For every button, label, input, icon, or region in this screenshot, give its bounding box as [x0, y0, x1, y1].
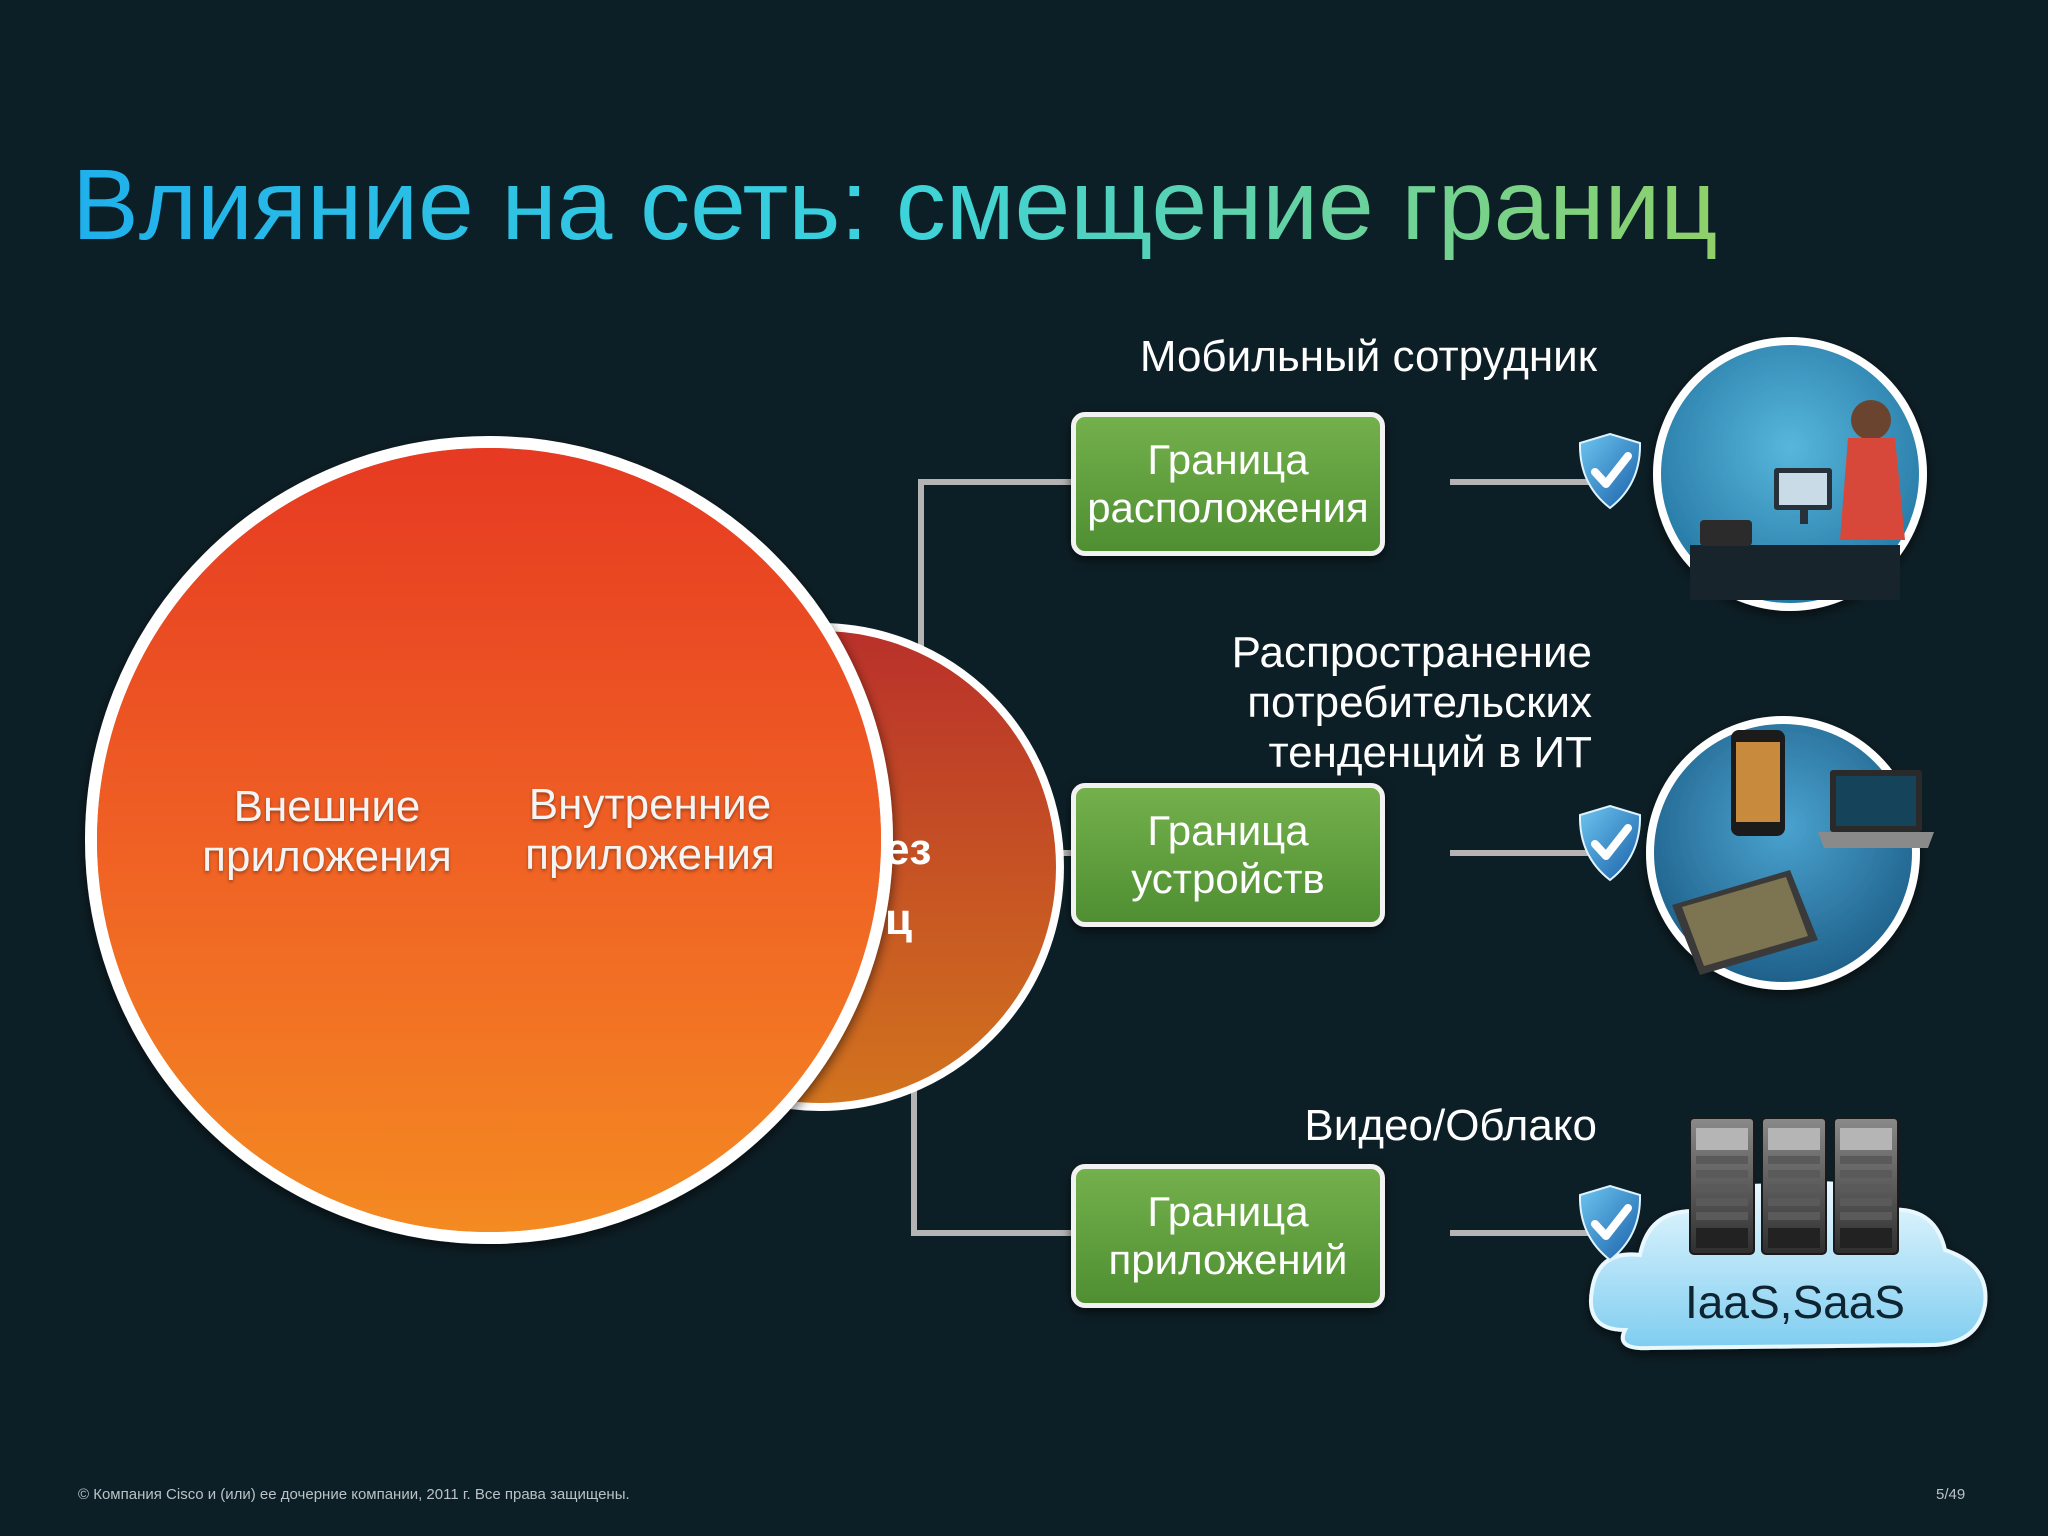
shield-location-icon — [1580, 434, 1640, 508]
internal-apps-label: Внутренние приложения — [525, 780, 775, 879]
video-cloud-caption: Видео/Облако — [1304, 1101, 1597, 1150]
circle-partial-text: ез ц — [885, 825, 932, 944]
slide-title: Влияние на сеть: смещение границ — [72, 149, 1718, 261]
copyright-footer: © Компания Cisco и (или) ее дочерние ком… — [78, 1486, 630, 1503]
application-boundary-box: Граница приложений — [1071, 1164, 1385, 1308]
mobile-worker-caption: Мобильный сотрудник — [1139, 332, 1597, 381]
internal-servers-icon — [550, 634, 790, 772]
shield-device-icon — [1580, 806, 1640, 880]
external-apps-label: Внешние приложения — [202, 782, 452, 881]
devices-icon — [1646, 716, 1934, 990]
tablet-icon — [1672, 870, 1818, 975]
laptop-icon — [1818, 770, 1934, 848]
smartphone-icon — [1731, 730, 1785, 836]
cloud-label: IaaS,SaaS — [1685, 1276, 1905, 1328]
call-center-agent-icon — [1653, 337, 1927, 611]
page-number: 5/49 — [1936, 1486, 1966, 1503]
device-boundary-box: Граница устройств — [1071, 783, 1385, 927]
shield-application-icon — [1580, 1186, 1640, 1260]
consumerization-caption: Распространение потребительских тенденци… — [1231, 628, 1592, 777]
location-boundary-box: Граница расположения — [1071, 412, 1385, 556]
